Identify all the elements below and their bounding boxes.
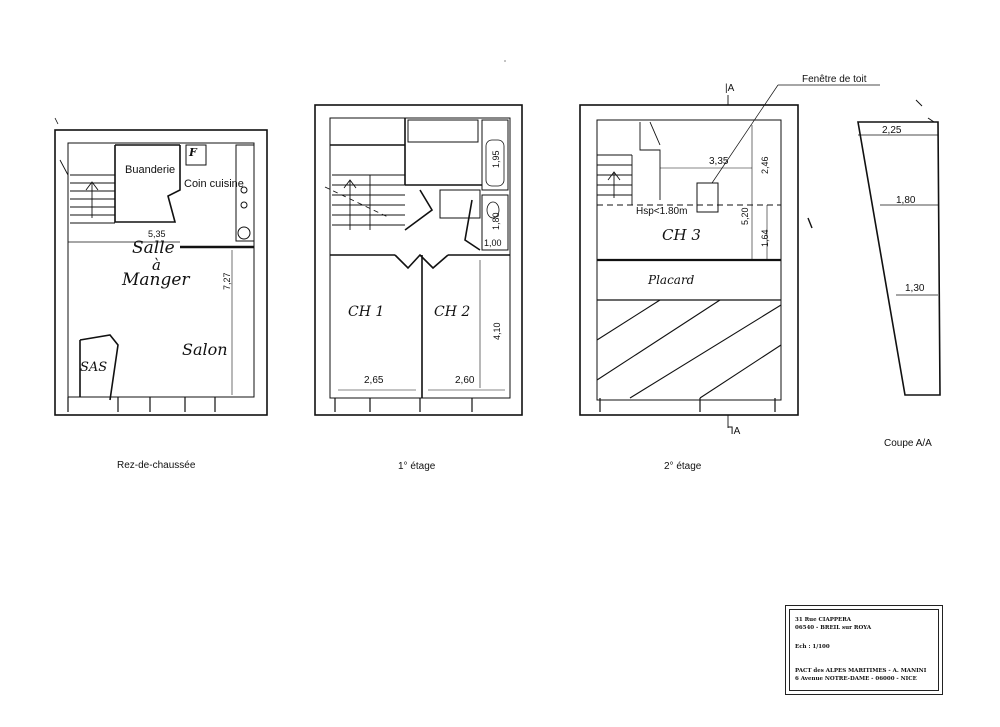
label-buanderie: Buanderie (125, 164, 176, 176)
coupe-aa (857, 99, 941, 396)
label-ch3: CH 3 (662, 226, 701, 244)
label-ch2: CH 2 (434, 304, 471, 320)
plan-rez-de-chaussee (54, 117, 268, 416)
dim-ch1: 2,65 (364, 375, 384, 386)
label-salle: Salle (132, 238, 175, 258)
caption-2e-etage: 2° étage (664, 461, 702, 472)
dim-2-46: 2,46 (760, 156, 770, 174)
dim-1-64: 1,64 (760, 229, 770, 247)
dim-5-20: 5,20 (740, 207, 750, 225)
label-salon: Salon (182, 340, 228, 359)
label-hsp: Hsp<1.80m (636, 206, 688, 217)
plan-2e-etage (579, 84, 880, 428)
dim-ch2: 2,60 (455, 375, 475, 386)
title-block-address: 31 Rue CIAPPERA (795, 617, 852, 623)
caption-1er-etage: 1° étage (398, 461, 436, 472)
dim-coupe-h3: 1,30 (905, 283, 925, 294)
title-block-author-address: 6 Avenue NOTRE-DAME - 06000 - NICE (795, 676, 917, 682)
dim-coupe-h2: 1,80 (896, 195, 916, 206)
label-coin-cuisine: Coin cuisine (184, 178, 244, 190)
title-block-author: PACT des ALPES MARITIMES - A. MANINI (795, 668, 927, 674)
title-block-city: 06540 - BREIL sur ROYA (795, 625, 872, 631)
dim-rez-depth: 7,27 (222, 272, 232, 290)
section-marker-bottom: ⅂A (728, 426, 741, 437)
caption-rez-de-chaussee: Rez-de-chaussée (117, 460, 196, 471)
label-placard: Placard (648, 273, 695, 287)
label-f-mark: F (189, 146, 197, 159)
dim-coupe-h1: 2,25 (882, 125, 902, 136)
label-a: à (152, 256, 161, 274)
caption-coupe-aa: Coupe A/A (884, 438, 932, 449)
dim-wc: 1,80 (491, 212, 501, 230)
dim-wc-width: 1,00 (484, 238, 502, 248)
label-sas: SAS (80, 360, 108, 375)
plan-1er-etage (314, 104, 523, 416)
section-marker-top: |A (725, 83, 735, 94)
dim-3-35: 3,35 (709, 156, 729, 167)
dim-rez-width: 5,35 (148, 229, 166, 239)
label-ch1: CH 1 (348, 304, 385, 320)
title-block-scale: Ech : 1/100 (795, 644, 830, 650)
label-fenetre-de-toit: Fenêtre de toit (802, 74, 867, 85)
title-block: 31 Rue CIAPPERA 06540 - BREIL sur ROYA E… (785, 605, 943, 695)
dim-bath: 1,95 (491, 150, 501, 168)
label-manger: Manger (122, 270, 190, 290)
dim-etage1-depth: 4,10 (492, 322, 502, 340)
